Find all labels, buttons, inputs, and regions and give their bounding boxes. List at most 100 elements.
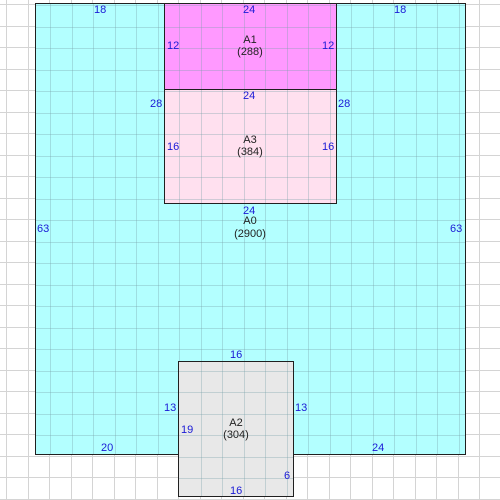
a1-dim-right: 12 <box>322 40 335 52</box>
a0-dim-top-left: 18 <box>94 4 107 16</box>
region-grid-line <box>179 90 180 203</box>
a2-dim-inner-right: 6 <box>284 470 291 482</box>
region-grid-line <box>165 70 336 71</box>
region-grid-line <box>394 4 395 454</box>
a2-name: A2 <box>229 417 243 429</box>
region-grid-line <box>165 156 336 157</box>
region-grid-line <box>330 4 331 454</box>
a0-name: A0 <box>243 215 257 227</box>
a2-dim-top: 16 <box>230 349 243 361</box>
region-grid-line <box>265 4 266 454</box>
region-a1[interactable] <box>164 3 337 90</box>
region-grid-line <box>165 27 336 28</box>
region-grid-line <box>179 4 180 454</box>
a0-area: (2900) <box>234 228 266 240</box>
region-grid-line <box>287 362 288 496</box>
region-grid-line <box>179 414 293 415</box>
region-grid-line <box>179 371 293 372</box>
region-grid-line <box>136 4 137 454</box>
region-grid-line <box>179 435 293 436</box>
region-grid-line <box>287 4 288 454</box>
region-grid-line <box>244 90 245 203</box>
a1-name: A1 <box>243 34 257 46</box>
grid-line-vertical <box>28 0 29 500</box>
a0-dim-bottom-right: 24 <box>372 442 385 454</box>
a0-dim-top-right: 18 <box>394 4 407 16</box>
a2-area: (304) <box>223 429 249 441</box>
a1-dim-left: 12 <box>167 40 180 52</box>
region-a3[interactable] <box>164 89 337 204</box>
region-grid-line <box>222 4 223 89</box>
a3-dim-outer-left: 28 <box>150 98 163 110</box>
region-grid-line <box>179 4 180 89</box>
region-grid-line <box>416 4 417 454</box>
a3-dim-outer-right: 28 <box>338 98 351 110</box>
a2-dim-right: 13 <box>295 402 308 414</box>
region-grid-line <box>222 90 223 203</box>
region-grid-line <box>115 4 116 454</box>
region-grid-line <box>165 113 336 114</box>
region-grid-line <box>36 306 465 307</box>
region-grid-line <box>373 4 374 454</box>
region-grid-line <box>165 177 336 178</box>
region-grid-line <box>308 4 309 89</box>
region-grid-line <box>50 4 51 454</box>
region-grid-line <box>36 220 465 221</box>
a0-dim-bottom-left: 20 <box>101 442 114 454</box>
region-grid-line <box>165 134 336 135</box>
region-grid-line <box>179 392 293 393</box>
a0-dim-inner-top: 24 <box>243 205 256 217</box>
region-grid-line <box>222 4 223 454</box>
region-grid-line <box>244 4 245 89</box>
a3-dim-top: 24 <box>243 90 256 102</box>
a2-dim-inner-left: 19 <box>181 424 194 436</box>
region-grid-line <box>201 362 202 496</box>
a0-dim-right: 63 <box>450 223 463 235</box>
a2-dim-bottom: 16 <box>230 485 243 497</box>
a3-dim-right: 16 <box>322 141 335 153</box>
region-grid-line <box>437 4 438 454</box>
region-grid-line <box>36 328 465 329</box>
region-grid-line <box>222 362 223 496</box>
region-grid-line <box>93 4 94 454</box>
region-grid-line <box>36 285 465 286</box>
region-grid-line <box>287 90 288 203</box>
region-grid-line <box>158 4 159 454</box>
region-grid-line <box>351 4 352 454</box>
grid-line-vertical <box>6 0 7 500</box>
region-grid-line <box>330 4 331 89</box>
region-grid-line <box>201 90 202 203</box>
region-grid-line <box>265 362 266 496</box>
region-grid-line <box>165 48 336 49</box>
region-a2[interactable] <box>178 361 294 497</box>
a3-dim-left: 16 <box>167 141 180 153</box>
region-grid-line <box>308 90 309 203</box>
region-grid-line <box>36 242 465 243</box>
region-grid-line <box>244 362 245 496</box>
a0-dim-left: 63 <box>37 223 50 235</box>
a1-area: (288) <box>237 46 263 58</box>
grid-line-vertical <box>479 0 480 500</box>
region-grid-line <box>201 4 202 454</box>
region-grid-line <box>265 4 266 89</box>
region-grid-line <box>330 90 331 203</box>
a3-area: (384) <box>237 146 263 158</box>
region-grid-line <box>179 478 293 479</box>
region-grid-line <box>244 4 245 454</box>
region-grid-line <box>265 90 266 203</box>
region-grid-line <box>287 4 288 89</box>
region-grid-line <box>36 349 465 350</box>
region-grid-line <box>179 457 293 458</box>
region-grid-line <box>72 4 73 454</box>
region-grid-line <box>36 263 465 264</box>
region-grid-line <box>165 91 336 92</box>
region-grid-line <box>308 4 309 454</box>
a3-name: A3 <box>243 134 257 146</box>
region-grid-line <box>165 5 336 6</box>
a1-dim-top: 24 <box>243 4 256 16</box>
a2-dim-left: 13 <box>164 402 177 414</box>
region-grid-line <box>201 4 202 89</box>
region-grid-line <box>165 199 336 200</box>
region-grid-line <box>459 4 460 454</box>
